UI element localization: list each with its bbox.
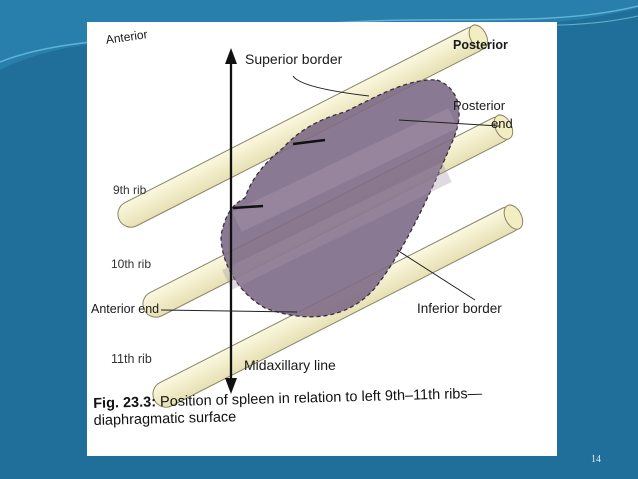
label-posterior: Posterior bbox=[453, 38, 508, 52]
rib-9-through-spleen bbox=[232, 108, 458, 232]
label-superior-border: Superior border bbox=[245, 51, 343, 67]
label-11th-rib: 11th rib bbox=[111, 352, 152, 366]
notch-upper bbox=[292, 138, 326, 146]
label-10th-rib: 10th rib bbox=[111, 257, 152, 271]
midaxillary-arrow-top bbox=[225, 48, 237, 64]
label-inferior-border: Inferior border bbox=[417, 301, 502, 316]
label-anterior-end: Anterior end bbox=[91, 302, 160, 316]
leader-posterior-end bbox=[398, 119, 500, 127]
label-9th-rib: 9th rib bbox=[113, 183, 147, 197]
leader-superior-border bbox=[292, 75, 370, 97]
rib-10-through-spleen bbox=[222, 162, 452, 290]
top-wave-decoration bbox=[0, 0, 638, 70]
leader-anterior-end bbox=[160, 309, 298, 313]
midaxillary-arrow-bottom bbox=[225, 378, 237, 394]
leader-inferior-border bbox=[396, 249, 476, 301]
notch-lower bbox=[232, 204, 264, 210]
spleen-rib-diagram bbox=[117, 24, 524, 408]
slide-page-number: 14 bbox=[591, 454, 601, 465]
spleen-shape bbox=[220, 79, 460, 318]
label-midaxillary-line: Midaxillary line bbox=[244, 357, 336, 373]
figure-panel: Anterior Posterior Superior border Poste… bbox=[87, 22, 557, 456]
label-posterior-end-line1: Posterior bbox=[453, 98, 506, 113]
figure-caption-number: Fig. 23.3: bbox=[93, 394, 157, 412]
label-posterior-end-line2: end bbox=[491, 116, 513, 131]
